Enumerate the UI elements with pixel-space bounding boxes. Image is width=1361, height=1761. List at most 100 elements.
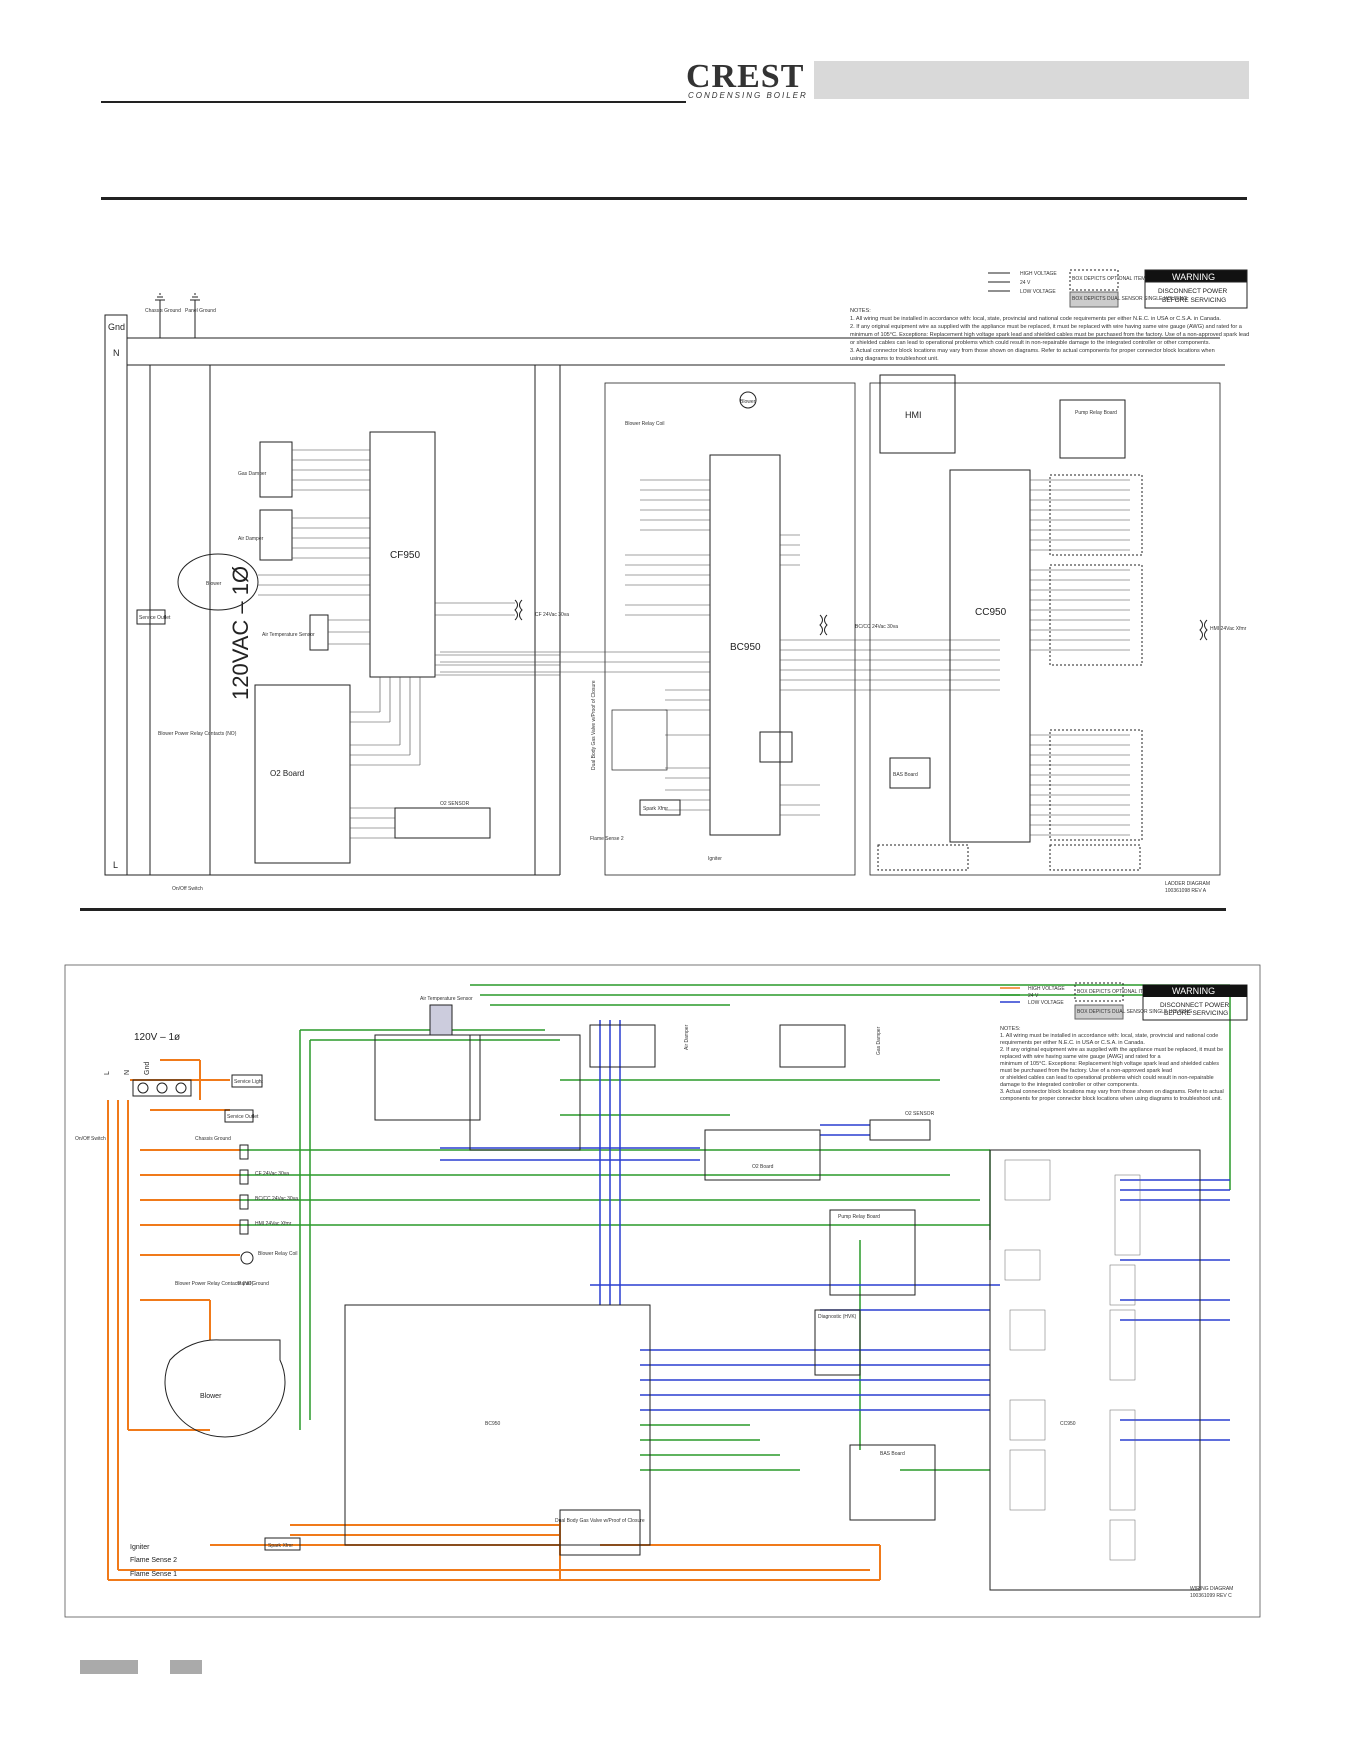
wiring-blower-power: Blower Power Relay Contacts (NO) [175, 1281, 254, 1287]
ladder-o2-sensor: O2 SENSOR [440, 801, 470, 807]
wiring-legend-box2: BOX DEPICTS DUAL SENSOR SINGLE HOUSING [1077, 1009, 1192, 1015]
wiring-blower [164, 1339, 286, 1438]
wiring-hmi-xfmr: HMI 24Vac Xfmr [255, 1221, 292, 1227]
ladder-footer-code: 100361098 REV A [1165, 888, 1207, 894]
ladder-legend-lv: LOW VOLTAGE [1020, 289, 1056, 295]
wiring-warning-line1: DISCONNECT POWER [1160, 1002, 1230, 1009]
wiring-note-10: components for proper connector block lo… [1000, 1096, 1222, 1102]
ladder-air-damper [259, 509, 293, 561]
ladder-note-0: NOTES: [850, 308, 871, 314]
wiring-bas-label: BAS Board [880, 1451, 905, 1457]
ladder-gas-damper-label: Gas Damper [238, 471, 267, 477]
wiring-diag-label: Diagnostic (HVK) [818, 1314, 857, 1320]
logo-tagline: CONDENSING BOILER [688, 91, 808, 100]
ladder-supply-bar [104, 314, 128, 876]
ladder-service-outlet: Service Outlet [139, 615, 171, 621]
ladder-notes: NOTES: 1. All wiring must be installed i… [850, 308, 1249, 362]
wiring-note-7: or shielded cables can lead to operation… [1000, 1075, 1214, 1081]
wiring-blower-label: Blower [200, 1393, 222, 1400]
wiring-flame-sense-1: Flame Sense 1 [130, 1571, 177, 1578]
wiring-legend-lv: LOW VOLTAGE [1028, 1000, 1064, 1006]
ladder-warning-line1: DISCONNECT POWER [1158, 288, 1228, 295]
ladder-blower-label: Blower [206, 581, 222, 587]
footer-tab-left [80, 1660, 138, 1674]
wiring-bc950-label: BC950 [485, 1421, 501, 1427]
wiring-service-outlet: Service Outlet [227, 1114, 259, 1120]
wiring-legend-box1: BOX DEPICTS OPTIONAL ITEMS [1077, 989, 1154, 995]
ladder-air-damper-label: Air Damper [238, 536, 264, 542]
ladder-bc950-label: BC950 [730, 642, 761, 653]
ladder-footer-title: LADDER DIAGRAM [1165, 881, 1210, 887]
logo-name: CREST [686, 58, 805, 95]
wiring-gas-damper: Gas Damper [876, 1026, 882, 1055]
ladder-legend-hv: HIGH VOLTAGE [1020, 271, 1057, 277]
ladder-blower-power: Blower Power Relay Contacts (NO) [158, 731, 237, 737]
ladder-gas-damper [259, 441, 293, 498]
wiring-bas [849, 1444, 936, 1521]
wiring-blower-relay: Blower Relay Coil [258, 1251, 297, 1257]
wiring-term-gnd: Gnd [144, 1062, 151, 1075]
wiring-spark-xfmr: Spark Xfmr [268, 1543, 293, 1549]
ladder-bas-board [889, 757, 931, 789]
ladder-panel-ground: Panel Ground [185, 308, 216, 314]
ladder-bc-xfmr: BC/CC 24Vac 30va [855, 624, 898, 630]
wiring-cc950 [989, 1149, 1201, 1591]
wiring-cc950-label: CC950 [1060, 1421, 1076, 1427]
wiring-panel-ground: Panel Ground [238, 1281, 269, 1287]
ladder-warning-title: WARNING [1172, 272, 1215, 282]
ladder-flame-sense-2: Flame Sense 2 [590, 836, 624, 842]
header-rule-main [101, 197, 1247, 200]
ladder-o2-board [254, 684, 351, 864]
ladder-spark-xfmr: Spark Xfmr [643, 806, 668, 812]
ladder-blower [177, 553, 259, 611]
ladder-o2-label: O2 Board [270, 769, 304, 778]
wiring-flame-sense-2: Flame Sense 2 [130, 1557, 177, 1564]
wiring-note-8: damage to the integrated controller or o… [1000, 1082, 1139, 1088]
footer-tab-right [170, 1660, 202, 1674]
wiring-pump-relay-label: Pump Relay Board [838, 1214, 880, 1220]
wiring-note-2: requirements per either N.E.C. in USA or… [1000, 1040, 1145, 1046]
wiring-o2-board [704, 1129, 821, 1181]
ladder-chassis-ground: Chassis Ground [145, 308, 181, 314]
ladder-supply-label: 120VAC – 1Ø [228, 566, 253, 700]
wiring-note-9: 3. Actual connector block locations may … [1000, 1089, 1224, 1095]
ladder-cf950 [369, 431, 436, 678]
wiring-bc-xfmr: BC/CC 24Vac 30va [255, 1196, 298, 1202]
wiring-note-0: NOTES: [1000, 1026, 1021, 1032]
wiring-o2-sensor: O2 SENSOR [905, 1111, 935, 1117]
wiring-service-light: Service Light [234, 1079, 264, 1085]
ladder-cc950-label: CC950 [975, 607, 1007, 618]
wiring-term-l: L [104, 1071, 111, 1075]
section-divider [80, 908, 1226, 911]
header-rule-top [101, 101, 686, 103]
wiring-diagram: 120V – 1ø L N Gnd Service Light Service … [64, 964, 1261, 1618]
wiring-footer-title: WIRING DIAGRAM [1190, 1586, 1233, 1592]
ladder-pump-relay-label: Pump Relay Board [1075, 410, 1117, 416]
wiring-note-6: must be purchased from the factory. Use … [1000, 1068, 1172, 1074]
ladder-legend-box2: BOX DEPICTS DUAL SENSOR SINGLE HOUSING [1072, 296, 1187, 302]
ladder-cf950-label: CF950 [390, 550, 420, 561]
ladder-hmi-xfmr: HMI 24Vac Xfmr [1210, 626, 1247, 632]
wiring-note-1: 1. All wiring must be installed in accor… [1000, 1033, 1218, 1039]
ladder-note-4: or shielded cables can lead to operation… [850, 340, 1211, 346]
wiring-cf-xfmr: CF 24Vac 30va [255, 1171, 289, 1177]
ladder-term-n: N [113, 348, 120, 358]
wiring-footer-code: 100361099 REV C [1190, 1593, 1232, 1599]
ladder-term-l: L [113, 860, 118, 870]
ladder-bc950 [709, 454, 781, 836]
ladder-note-2: 2. If any original equipment wire as sup… [850, 324, 1243, 330]
ladder-term-gnd: Gnd [108, 322, 125, 332]
ladder-bc-blower: Blower [740, 399, 756, 405]
wiring-note-4: replaced with wire having same wire gaug… [1000, 1054, 1162, 1060]
ladder-blower-relay: Blower Relay Coil [625, 421, 664, 427]
crest-logo: CREST CONDENSING BOILER [686, 58, 814, 102]
ladder-cc950 [949, 469, 1031, 843]
ladder-legend-24v: 24 V [1020, 280, 1031, 286]
ladder-air-temp-label: Air Temperature Sensor [262, 632, 315, 638]
wiring-note-3: 2. If any original equipment wire as sup… [1000, 1047, 1223, 1053]
ladder-note-3: minimum of 105°C. Exceptions: Replacemen… [850, 332, 1249, 338]
wiring-o2-label: O2 Board [752, 1164, 774, 1170]
wiring-warning-line2: BEFORE SERVICING [1164, 1010, 1228, 1017]
wiring-warning-title: WARNING [1172, 986, 1215, 996]
ladder-note-1: 1. All wiring must be installed in accor… [850, 316, 1221, 322]
